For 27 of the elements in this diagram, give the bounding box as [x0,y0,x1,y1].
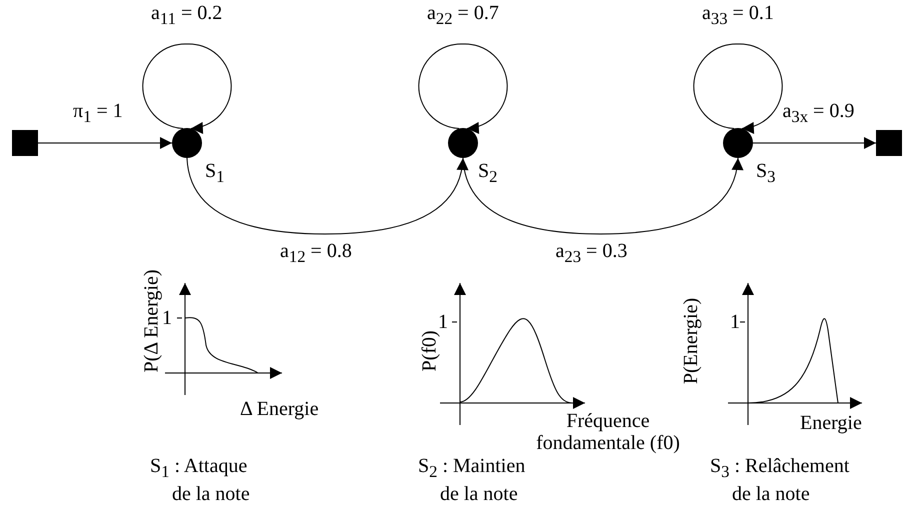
state-label: S$_{3}$ [756,160,776,188]
self-loop-arrow [418,44,508,134]
state-circle [448,128,478,158]
transition-arrow [462,158,743,234]
caption: S$_{1}$ : Attaque de la note [150,455,251,505]
axis-label: Energie [800,412,862,434]
transition-arrow [186,158,468,234]
state-label: S$_{1}$ [205,160,224,188]
tick-label: 1 [730,311,740,333]
axis-label: P(Δ Energie) [140,269,162,373]
caption: S$_{2}$ : Maintien de la note [418,455,526,505]
tick-label: 1 [438,311,448,333]
state-circle [172,128,202,158]
axis-label: Fréquence fondamentale (f0) [535,410,681,454]
transition-arrow [752,137,876,149]
self-loop-arrow [693,44,783,134]
self-loop-arrow [142,44,232,134]
transition-arrow [38,137,172,149]
terminal-square [12,130,38,156]
axis-label: P(Energie) [680,298,702,384]
caption: S$_{3}$ : Relâchement de la note [710,455,850,505]
tick-label: 1 [162,307,172,329]
state-circle [723,128,753,158]
axis-label: P(f0) [418,330,440,372]
terminal-square [876,130,902,156]
axis-label: Δ Energie [240,398,319,420]
state-label: S$_{2}$ [478,160,498,188]
